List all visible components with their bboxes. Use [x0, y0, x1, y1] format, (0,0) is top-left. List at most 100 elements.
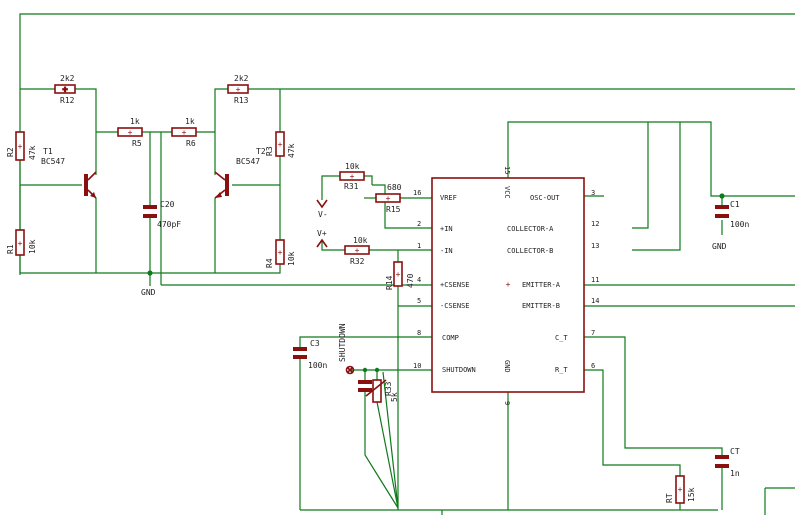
- resistor-r5[interactable]: + 1k R5: [117, 117, 143, 148]
- ct-name: CT: [730, 447, 740, 456]
- r13-value: 2k2: [234, 74, 249, 83]
- ic-pin-16[interactable]: 16 VREF: [413, 189, 457, 202]
- resistor-r12[interactable]: + 2k2 R12: [54, 74, 76, 105]
- ic-pin-15[interactable]: 15 VCC: [503, 166, 511, 199]
- ic-pin-5-num: 5: [417, 297, 421, 305]
- v-plus-terminal[interactable]: V+: [316, 229, 328, 248]
- r14-name: R14: [385, 275, 394, 290]
- transistor-t1[interactable]: T1 BC547: [41, 147, 97, 199]
- ic-pin-12-name: COLLECTOR-A: [507, 225, 554, 233]
- rt-value: 15k: [687, 487, 696, 502]
- svg-text:+: +: [236, 85, 241, 94]
- ic-pin-14-num: 14: [591, 297, 599, 305]
- r33-value: 5k: [390, 392, 399, 402]
- ic-pin-13[interactable]: 13 COLLECTOR-B: [507, 242, 599, 255]
- ic-pin-14-name: EMITTER-B: [522, 302, 560, 310]
- ic-pin-15-num: 15: [503, 166, 511, 174]
- ic-pin-4[interactable]: 4 +CSENSE: [417, 276, 470, 289]
- c3-name: C3: [310, 339, 320, 348]
- ic-pin-9-num: 9: [503, 401, 511, 405]
- gnd-label-right: GND: [712, 242, 727, 251]
- ic-pin-5[interactable]: 5 -CSENSE: [417, 297, 470, 310]
- v-minus-terminal[interactable]: V-: [316, 199, 328, 219]
- ic-pin-7[interactable]: 7 C_T: [555, 329, 595, 342]
- ic-pin-5-name: -CSENSE: [440, 302, 470, 310]
- svg-text:+: +: [350, 172, 355, 181]
- ic-pin-9[interactable]: 9 GND: [503, 360, 511, 405]
- ic-pin-7-num: 7: [591, 329, 595, 337]
- r31-value: 10k: [345, 162, 360, 171]
- r4-name: R4: [265, 258, 274, 268]
- r33-name: R33: [384, 381, 393, 396]
- svg-text:+: +: [506, 280, 511, 289]
- capacitor-c20[interactable]: C20 470pF: [143, 200, 181, 229]
- ic-pin-2-name: +IN: [440, 225, 453, 233]
- shutdown-terminal[interactable]: SHUTDOWN: [338, 323, 355, 375]
- ct-value: 1n: [730, 469, 740, 478]
- ic-pin-3-name: OSC-OUT: [530, 194, 560, 202]
- r32-name: R32: [350, 257, 365, 266]
- c1-value: 100n: [730, 220, 749, 229]
- junction-gnd: [147, 270, 153, 276]
- ic-pin-10[interactable]: 10 SHUTDOWN: [413, 362, 476, 374]
- svg-text:+: +: [386, 194, 391, 203]
- c20-value: 470pF: [157, 220, 181, 229]
- r4-value: 10k: [287, 251, 296, 266]
- ic-pin-2-num: 2: [417, 220, 421, 228]
- t2-name: T2: [256, 147, 266, 156]
- t1-name: T1: [43, 147, 53, 156]
- resistor-r32[interactable]: + 10k R32: [344, 236, 370, 266]
- ic-pin-8-num: 8: [417, 329, 421, 337]
- ic-pin-4-name: +CSENSE: [440, 281, 470, 289]
- svg-text:+: +: [278, 248, 283, 257]
- capacitor-ct[interactable]: CT 1n: [715, 447, 740, 478]
- ic-pin-6[interactable]: 6 R_T: [555, 362, 595, 374]
- r1-value: 10k: [28, 239, 37, 254]
- r2-name: R2: [6, 147, 15, 157]
- t1-value: BC547: [41, 157, 65, 166]
- ic-pin-2[interactable]: 2 +IN: [417, 220, 453, 233]
- junction-shutdown-b: [374, 367, 380, 373]
- ic-pin-16-num: 16: [413, 189, 421, 197]
- v-plus-label: V+: [317, 229, 327, 238]
- capacitor-c1[interactable]: C1 100n: [715, 200, 749, 229]
- svg-text:+: +: [678, 485, 683, 494]
- ic-pin-11[interactable]: 11 EMITTER-A: [522, 276, 599, 289]
- resistor-rt[interactable]: + RT 15k: [665, 475, 696, 504]
- r12-value: 2k2: [60, 74, 75, 83]
- resistor-r1[interactable]: + R1 10k: [6, 229, 37, 256]
- resistor-r2[interactable]: + R2 47k: [6, 131, 37, 161]
- c1-name: C1: [730, 200, 740, 209]
- r12-name: R12: [60, 96, 75, 105]
- r15-value: 680: [387, 183, 402, 192]
- capacitor-c3[interactable]: C3 100n: [293, 339, 327, 370]
- resistor-r31[interactable]: + 10k R31: [339, 162, 365, 191]
- ic-pin-14[interactable]: 14 EMITTER-B: [522, 297, 599, 310]
- ic-pin-6-num: 6: [591, 362, 595, 370]
- resistor-r15[interactable]: + 680 R15: [375, 183, 402, 214]
- resistor-r6[interactable]: + 1k R6: [171, 117, 197, 148]
- ic-pin-12[interactable]: 12 COLLECTOR-A: [507, 220, 599, 233]
- resistor-r13[interactable]: + 2k2 R13: [227, 74, 249, 105]
- ic-pin-8[interactable]: 8 COMP: [417, 329, 459, 342]
- ic-pin-1[interactable]: 1 -IN: [417, 242, 453, 255]
- capacitor-shutdown[interactable]: [358, 380, 372, 392]
- ic-pin-1-name: -IN: [440, 247, 453, 255]
- r3-value: 47k: [287, 143, 296, 158]
- svg-text:+: +: [355, 246, 360, 255]
- rt-name: RT: [665, 493, 674, 503]
- ic-pin-15-name: VCC: [503, 186, 511, 199]
- transistor-t2[interactable]: T2 BC547: [214, 147, 266, 199]
- svg-text:+: +: [278, 140, 283, 149]
- ic-pin-3[interactable]: 3 OSC-OUT: [530, 189, 595, 202]
- r5-name: R5: [132, 139, 142, 148]
- resistor-r4[interactable]: + R4 10k: [265, 239, 296, 268]
- resistor-r3[interactable]: + R3 47k: [265, 131, 296, 158]
- ic-pin-11-num: 11: [591, 276, 599, 284]
- ic-pin-8-name: COMP: [442, 334, 459, 342]
- pwm-controller-ic[interactable]: + 16 VREF 2 +IN 1 -IN 4 +CSENSE 5 -CSENS…: [413, 166, 599, 405]
- trimmer-r33[interactable]: R33 5k: [365, 379, 399, 403]
- ic-pin-9-name: GND: [503, 360, 511, 373]
- resistor-r14[interactable]: + R14 470: [385, 261, 415, 290]
